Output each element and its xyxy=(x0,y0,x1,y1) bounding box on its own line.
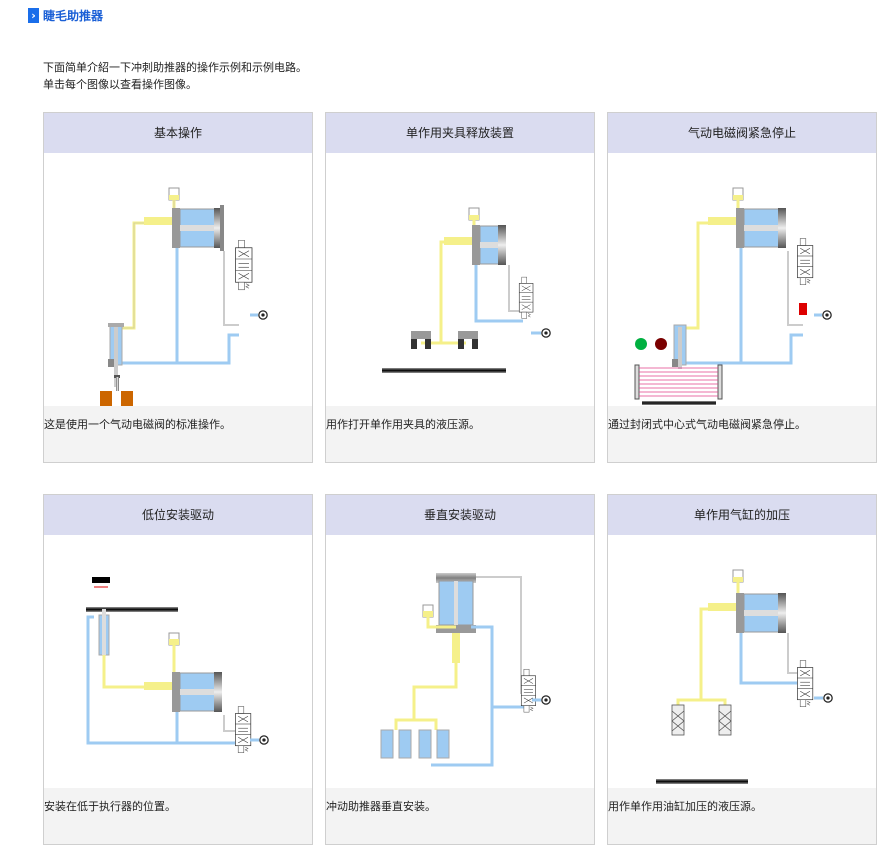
panel-description: 安装在低于执行器的位置。 xyxy=(44,788,312,844)
panel-description: 用作打开单作用夹具的液压源。 xyxy=(326,406,594,462)
panel-description: 用作单作用油缸加压的液压源。 xyxy=(608,788,876,844)
page-title: › 睫毛助推器 xyxy=(28,6,103,24)
basic-operation-diagram[interactable] xyxy=(44,153,312,409)
panel-single-acting-pressurize[interactable]: 单作用气缸的加压 用作单作用油缸加压的液压源。 xyxy=(607,494,877,845)
panel-emergency-stop[interactable]: 气动电磁阀紧急停止 xyxy=(607,112,877,463)
chevron-right-icon: › xyxy=(28,7,39,23)
panel-title: 气动电磁阀紧急停止 xyxy=(608,113,876,153)
intro-text: 下面简单介紹一下冲刺助推器的操作示例和示例电路。 单击每个图像以查看操作图像。 xyxy=(43,59,307,93)
panel-description: 这是使用一个气动电磁阀的标准操作。 xyxy=(44,406,312,462)
clamp-release-diagram[interactable] xyxy=(326,153,594,409)
panel-title: 低位安装驱动 xyxy=(44,495,312,535)
intro-line-1: 下面简单介紹一下冲刺助推器的操作示例和示例电路。 xyxy=(43,61,307,74)
panel-title: 单作用气缸的加压 xyxy=(608,495,876,535)
panel-title: 垂直安装驱动 xyxy=(326,495,594,535)
panel-low-mount[interactable]: 低位安装驱动 安装在低于执行器的位置。 xyxy=(43,494,313,845)
page-title-text: 睫毛助推器 xyxy=(43,8,104,23)
emergency-stop-diagram[interactable] xyxy=(608,153,876,409)
single-acting-pressurize-diagram[interactable] xyxy=(608,535,876,791)
panel-description: 通过封闭式中心式气动电磁阀紧急停止。 xyxy=(608,406,876,462)
panel-title: 基本操作 xyxy=(44,113,312,153)
vertical-mount-diagram[interactable] xyxy=(326,535,594,791)
intro-line-2: 单击每个图像以查看操作图像。 xyxy=(43,78,197,91)
panel-description: 冲动助推器垂直安装。 xyxy=(326,788,594,844)
panel-basic-operation[interactable]: 基本操作 xyxy=(43,112,313,463)
panel-clamp-release[interactable]: 单作用夹具释放装置 xyxy=(325,112,595,463)
panel-vertical-mount[interactable]: 垂直安装驱动 冲动助推器垂直安装。 xyxy=(325,494,595,845)
low-mount-diagram[interactable] xyxy=(44,535,312,791)
panel-title: 单作用夹具释放装置 xyxy=(326,113,594,153)
